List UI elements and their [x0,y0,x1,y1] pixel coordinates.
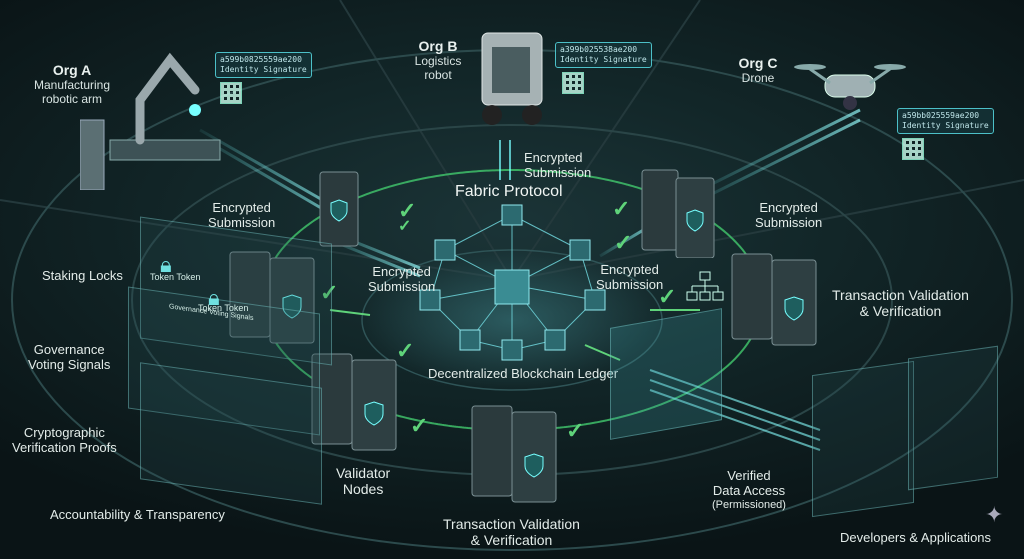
org-a-name: Org A [52,62,92,78]
submission-b-line2: Submission [524,165,592,180]
org-a-sig-hash: a599b0825559ae200 [220,55,302,64]
validator-server-icon [319,171,359,247]
org-c-signature: a59bb025559ae200 Identity Signature [897,108,994,134]
validator-server-icon [641,169,715,258]
submission-c-line1: Encrypted [759,200,818,215]
dev-app-panel-1 [812,360,914,518]
tx-validation-right-line2: & Verification [859,303,942,319]
data-access-panel [610,308,722,440]
org-b-sig-hash: a399b025538ae200 [560,45,638,54]
logistics-robot-icon [481,32,543,125]
ledger-label: Decentralized Blockchain Ledger [428,366,619,381]
dev-app-panel-2 [908,345,998,491]
staking-locks-label: Staking Locks [42,268,123,283]
check-icon: ✓ [398,218,412,235]
tx-validation-bottom-line2: & Verification [470,532,553,548]
lock-icon: 🔒︎ [208,285,220,310]
check-icon: ✓ [614,230,633,255]
check-icon: ✓ [396,338,415,363]
submission-a-line1: Encrypted [212,200,271,215]
org-a-label: Org A Manufacturing robotic arm [22,62,122,106]
submission-label-c: Encrypted Submission [755,200,822,230]
submission-b-line1: Encrypted [524,150,583,165]
validator-line1: Validator [336,465,391,481]
org-c-name: Org C [738,55,778,71]
crypto-line1: Cryptographic [23,425,105,440]
org-c-desc-1: Drone [741,71,775,85]
org-a-signature: a599b0825559ae200 Identity Signature [215,52,312,78]
check-icon: ✓ [320,280,339,305]
submission-label-inner-right: Encrypted Submission [596,262,663,292]
verified-access-label: Verified Data Access (Permissioned) [712,468,786,513]
robotic-arm-icon [80,52,221,190]
org-b-sig-label: Identity Signature [560,55,647,64]
verified-line1: Verified [727,468,771,483]
org-b-signature: a399b025538ae200 Identity Signature [555,42,652,68]
page-title: Fabric Protocol [455,183,563,200]
crypto-line2: Verification Proofs [12,440,117,455]
governance-label: Governance Voting Signals [28,342,110,372]
accountability-label: Accountability & Transparency [50,507,225,522]
check-icon: ✓ [566,418,585,443]
developers-label: Developers & Applications [840,530,992,545]
verified-line3: (Permissioned) [712,499,786,511]
validator-nodes-label: Validator Nodes [336,465,390,497]
governance-line2: Voting Signals [28,357,111,372]
tx-validation-bottom-label: Transaction Validation & Verification [443,516,580,548]
org-a-sig-label: Identity Signature [220,65,307,74]
lock-icon: 🔒︎ [160,252,172,277]
org-b-qr-icon [562,72,584,94]
token-label-1: Token Token [150,272,201,282]
org-c-label: Org C Drone [728,55,788,85]
submission-e-line1: Encrypted [600,262,659,277]
submission-label-inner-left: Encrypted Submission [368,264,435,294]
check-icon: ✓ [612,196,631,221]
validator-server-icon [471,405,557,503]
org-c-qr-icon [902,138,924,160]
validator-server-icon [229,251,315,344]
submission-d-line2: Submission [368,279,436,294]
submission-label-a: Encrypted Submission [208,200,275,230]
governance-line1: Governance [33,342,105,357]
tx-validation-right-line1: Transaction Validation [832,287,969,303]
check-icon: ✓ [658,284,677,309]
org-a-qr-icon [220,82,242,104]
org-c-sig-label: Identity Signature [902,121,989,130]
submission-c-line2: Submission [755,215,823,230]
org-b-desc-2: robot [424,68,452,82]
sparkle-icon: ✦ [985,502,1004,527]
verified-line2: Data Access [712,483,786,498]
org-b-label: Org B Logistics robot [398,38,478,82]
validator-server-icon [731,253,817,346]
token-label-2: Token Token [198,303,249,313]
hierarchy-icon [686,271,724,301]
org-a-desc-2: robotic arm [41,92,103,106]
org-b-name: Org B [418,38,458,54]
submission-e-line2: Submission [596,277,664,292]
validator-server-icon [311,353,397,451]
tx-validation-right-label: Transaction Validation & Verification [832,287,969,319]
validator-line2: Nodes [342,481,384,497]
drone-icon [794,64,906,110]
submission-label-b: Encrypted Submission [524,150,591,180]
org-c-sig-hash: a59bb025559ae200 [902,111,980,120]
tx-validation-bottom-line1: Transaction Validation [443,516,580,532]
submission-a-line2: Submission [208,215,276,230]
check-icon: ✓ [398,198,417,223]
crypto-proofs-label: Cryptographic Verification Proofs [12,425,117,455]
check-icon: ✓ [410,413,429,438]
org-a-desc-1: Manufacturing [33,78,111,92]
org-b-desc-1: Logistics [414,54,462,68]
submission-d-line1: Encrypted [372,264,431,279]
